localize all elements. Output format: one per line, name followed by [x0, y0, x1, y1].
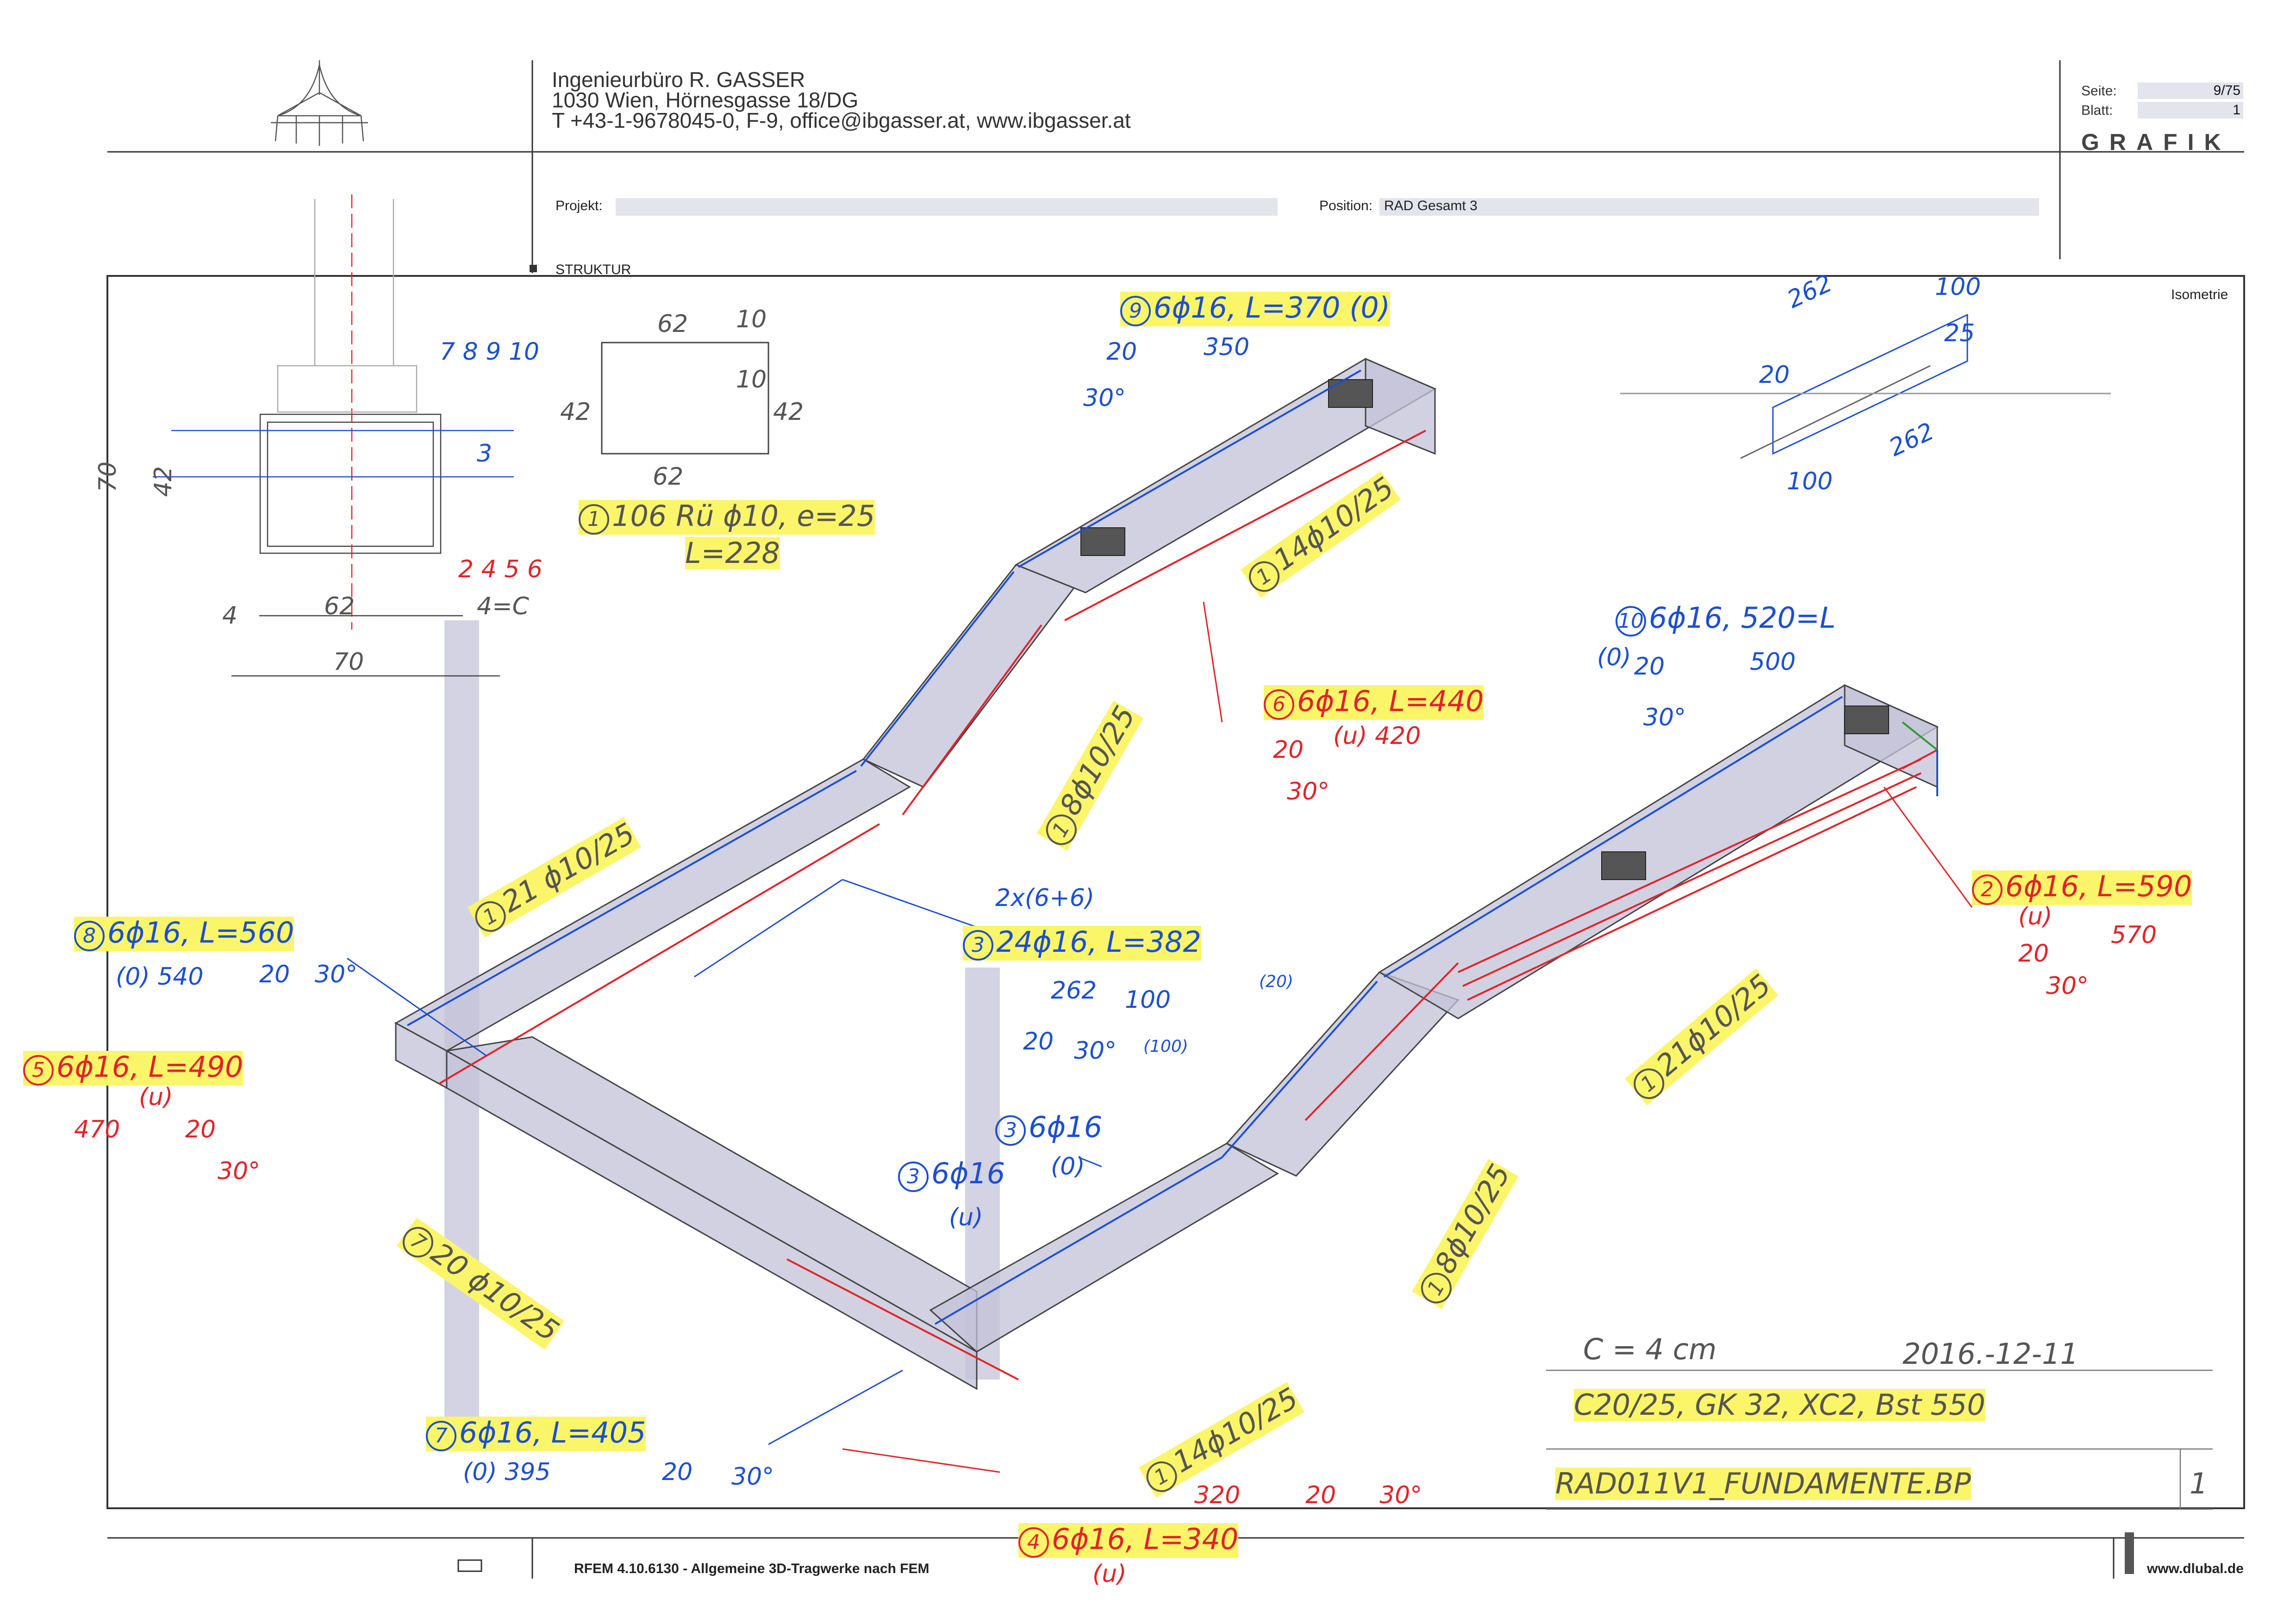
annotation-3a-angle: 30° — [1074, 1037, 1117, 1065]
annotation-2-dim-b: 20 — [2018, 940, 2049, 968]
annotation-2-sub: (u) — [2018, 903, 2053, 931]
annotation-10-dim-b: 500 — [1750, 648, 1796, 676]
section-title: GRAFIK — [2081, 129, 2231, 155]
iso-dim-25: 25 — [1944, 319, 1975, 347]
sec-dim-4c: 4=C — [477, 593, 529, 620]
stirrup-dim-62-bottom: 62 — [653, 463, 684, 491]
position-number: 9 — [1120, 296, 1151, 326]
iso-dim-100b: 100 — [1787, 468, 1833, 495]
annotation-9-dim-a: 20 — [1106, 338, 1137, 366]
footer-icon — [457, 1559, 482, 1572]
annotation-10-angle: 30° — [1643, 704, 1686, 731]
annotation-3a-dim-d: (100) — [1143, 1037, 1188, 1056]
company-logo — [271, 60, 368, 146]
stirrup-sketch — [601, 342, 769, 455]
company-name: Ingenieurbüro R. GASSER — [552, 68, 805, 92]
annotation-3a-dim-a: 262 — [1051, 977, 1097, 1005]
annotation-4-sub: (u) — [1092, 1560, 1127, 1588]
company-contact: T +43-1-9678045-0, F-9, office@ibgasser.… — [552, 108, 1131, 132]
company-block: Ingenieurbüro R. GASSER 1030 Wien, Hörne… — [552, 69, 1131, 131]
annotation-3a-dim-b: 100 — [1125, 986, 1171, 1014]
cross-section-sketch — [153, 194, 514, 677]
annotation-9-dim-b: 350 — [1204, 333, 1250, 361]
annotation-2-angle: 30° — [2046, 972, 2089, 1000]
stirrup-dim-42-left: 42 — [560, 398, 591, 426]
annotation-text: 6ϕ16, L=370 (0) — [1154, 291, 1391, 325]
seite-label: Seite: — [2081, 83, 2117, 99]
annotation-10-dim-a: 20 — [1634, 653, 1665, 681]
annotation-3c-sub: (u) — [949, 1204, 983, 1231]
annotation-1a-length: L=228 — [685, 536, 780, 570]
annotation-7b-angle: 30° — [731, 1463, 774, 1491]
annotation-5-dim-a: 470 — [74, 1116, 120, 1143]
iso-dim-20: 20 — [1759, 361, 1790, 389]
sec-dim-70v: 70 — [94, 461, 122, 493]
sec-dim-62: 62 — [324, 593, 355, 620]
section-numbers-red: 2 4 5 6 — [458, 556, 543, 583]
material-spec: C20/25, GK 32, XC2, Bst 550 — [1574, 1388, 1985, 1422]
iso-dim-100a: 100 — [1935, 273, 1981, 301]
plan-sheet: 1 — [2190, 1467, 2208, 1500]
annotation-4-dim-a: 320 — [1194, 1481, 1241, 1509]
annotation-9-angle: 30° — [1083, 384, 1126, 412]
sec-dim-4: 4 — [222, 602, 238, 630]
annotation-7b-sub: (0) 395 — [463, 1458, 551, 1486]
annotation-8-angle: 30° — [315, 961, 358, 988]
seite-value: 9/75 — [2138, 82, 2243, 99]
annotation-10-sub: (0) — [1597, 643, 1631, 671]
footer-website: www.dlubal.de — [2147, 1561, 2244, 1576]
annotation-3a-dim-e: (20) — [1259, 972, 1293, 991]
sec-dim-42v: 42 — [150, 466, 178, 497]
annotation-2-dim-a: 570 — [2111, 921, 2157, 949]
annotation-6-dim: 20 — [1273, 736, 1304, 764]
footer-software: RFEM 4.10.6130 - Allgemeine 3D-Tragwerke… — [574, 1561, 930, 1576]
blatt-label: Blatt: — [2081, 103, 2113, 118]
annotation-6-sub: (u) 420 — [1333, 722, 1421, 750]
annotation-8-dim: 20 — [259, 961, 290, 988]
position-label: Position: — [1319, 198, 1373, 213]
stirrup-dim-62-top: 62 — [657, 310, 688, 338]
annotation-5-angle: 30° — [218, 1157, 261, 1185]
iso-stirrup-sketch — [1620, 313, 2111, 459]
struktur-label: STRUKTUR — [555, 262, 631, 277]
stirrup-dim-42-right: 42 — [773, 398, 804, 426]
section-number-3: 3 — [477, 440, 493, 468]
annotation-5-dim-b: 20 — [185, 1116, 216, 1143]
annotation-4-dim-b: 20 — [1305, 1481, 1336, 1509]
annotation-5-sub: (u) — [139, 1083, 173, 1111]
stirrup-dim-10-right: 10 — [736, 366, 767, 394]
annotation-3b-sub: (0) — [1051, 1153, 1085, 1181]
company-address: 1030 Wien, Hörnesgasse 18/DG — [552, 88, 859, 112]
view-label: Isometrie — [2171, 287, 2228, 302]
annotation-3a-dim-c: 20 — [1023, 1028, 1054, 1056]
drawing-date: 2016.-12-11 — [1903, 1337, 2079, 1371]
position-value: RAD Gesamt 3 — [1384, 198, 1478, 213]
projekt-label: Projekt: — [555, 198, 603, 213]
annotation-8-sub: (0) 540 — [116, 963, 204, 991]
annotation-4-angle: 30° — [1379, 1481, 1423, 1509]
blatt-value: 1 — [2138, 102, 2243, 119]
annotation-7b-dim: 20 — [662, 1458, 693, 1486]
stirrup-dim-10-top: 10 — [736, 306, 767, 333]
sec-dim-70: 70 — [333, 648, 364, 676]
annotation-3a-pre: 2x(6+6) — [995, 884, 1095, 912]
plan-name: RAD011V1_FUNDAMENTE.BP — [1555, 1467, 1971, 1500]
concrete-cover: C = 4 cm — [1583, 1332, 1717, 1366]
annotation-6-angle: 30° — [1287, 778, 1330, 806]
section-numbers-blue: 7 8 9 10 — [440, 338, 540, 366]
